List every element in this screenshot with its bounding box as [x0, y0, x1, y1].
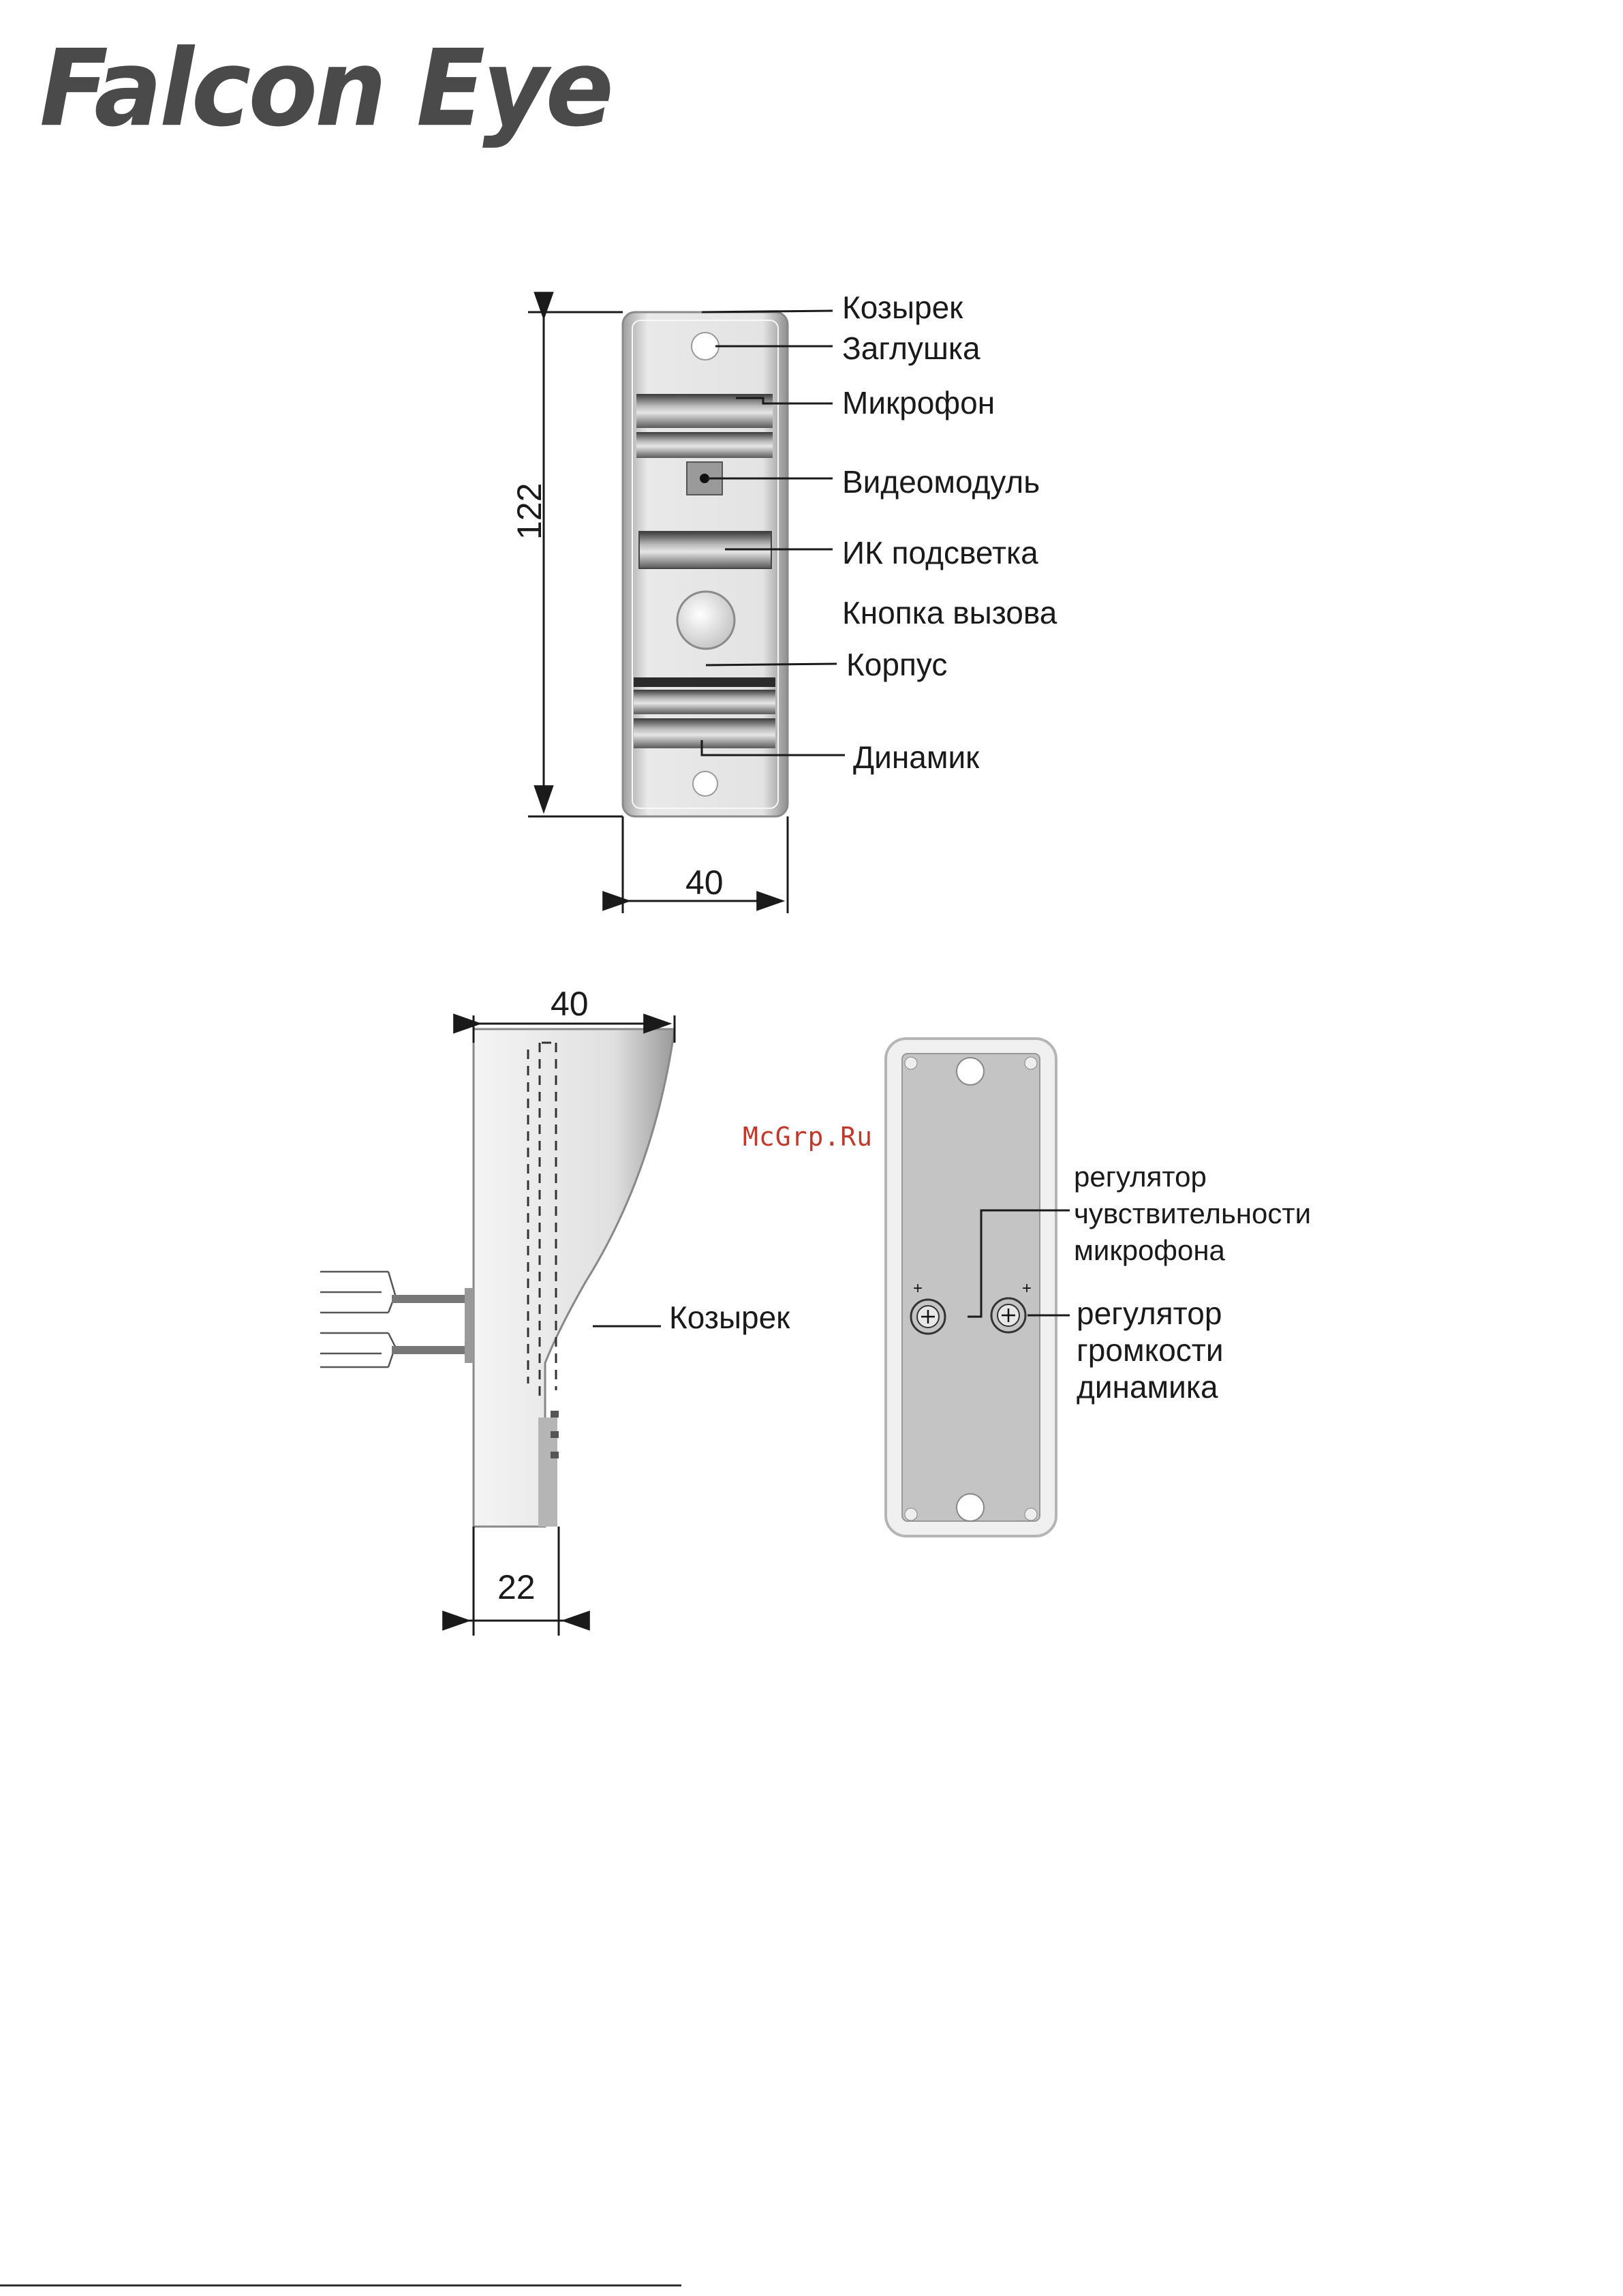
rear-view: + + [886, 1039, 1070, 1536]
label-microphone: Микрофон [842, 384, 995, 421]
label-side-visor: Козырек [669, 1299, 790, 1336]
footer-divider [0, 2284, 681, 2286]
label-plug: Заглушка [842, 330, 980, 367]
dim-width-side: 40 [551, 984, 589, 1024]
front-view [528, 311, 845, 913]
svg-text:+: + [1022, 1279, 1032, 1298]
dim-width-front: 40 [685, 863, 724, 902]
plug [692, 333, 719, 360]
label-video-module: Видеомодуль [842, 463, 1040, 500]
label-speaker: Динамик [853, 739, 979, 776]
label-visor: Козырек [842, 289, 963, 326]
side-housing [474, 1029, 675, 1527]
dim-height: 122 [510, 483, 549, 540]
side-view [320, 1015, 675, 1636]
watermark: McGrp.Ru [743, 1122, 873, 1152]
speaker-slot [634, 677, 775, 687]
call-button [677, 592, 735, 649]
label-housing: Корпус [846, 646, 947, 683]
label-mic-sensitivity: регулятор чувствительности микрофона [1074, 1159, 1311, 1269]
label-call-button: Кнопка вызова [842, 594, 1057, 631]
svg-text:+: + [913, 1279, 923, 1298]
label-speaker-volume: регулятор громкости динамика [1077, 1295, 1224, 1405]
dim-depth: 22 [497, 1567, 536, 1607]
label-ir-light: ИК подсветка [842, 534, 1038, 571]
